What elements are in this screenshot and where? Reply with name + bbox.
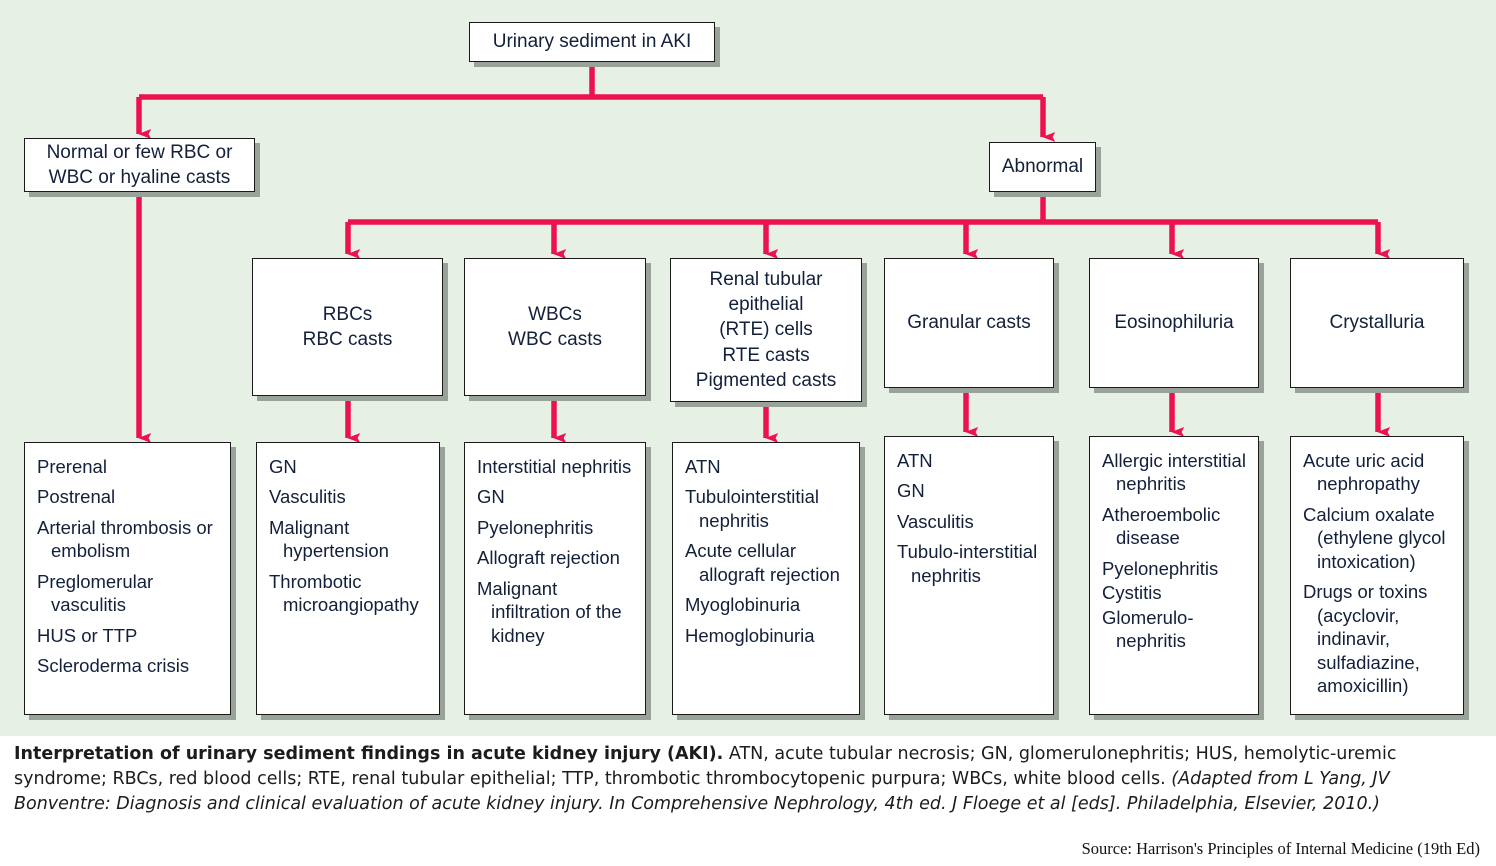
list-item: Hemoglobinuria — [685, 624, 815, 646]
node-label: Urinary sediment in AKI — [492, 31, 692, 53]
list-item: Pyelonephritis — [1102, 557, 1219, 579]
node-line: WBC or hyaline casts — [48, 167, 231, 188]
node-label: Abnormal — [1001, 156, 1084, 178]
list-item: Interstitial nephritis — [477, 456, 632, 477]
cause-list: GN Vasculitis Malignant hypertension Thr… — [269, 455, 429, 617]
cause-list: Allergic interstitial nephritis Atheroem… — [1102, 449, 1248, 653]
list-item: Pyelonephritis — [477, 516, 594, 538]
list-item: Malignant hypertension — [269, 516, 389, 562]
node-rbc-causes[interactable]: GN Vasculitis Malignant hypertension Thr… — [256, 442, 440, 715]
list-item: Vasculitis — [269, 486, 346, 508]
node-label: WBCs WBC casts — [500, 302, 610, 352]
caption-title: Interpretation of urinary sediment findi… — [14, 744, 724, 764]
list-item: GN — [897, 480, 925, 502]
node-wbc-causes[interactable]: Interstitial nephritis GN Pyelonephritis… — [464, 442, 646, 715]
caption-source-citation: (Adapted from L Yang, JV Bonventre: Diag… — [14, 768, 1390, 814]
node-eosinophiluria-causes[interactable]: Allergic interstitial nephritis Atheroem… — [1089, 436, 1259, 715]
node-crystalluria[interactable]: Crystalluria — [1290, 258, 1464, 388]
caption-abbreviations: ATN, acute tubular necrosis; GN, glomeru… — [14, 744, 1397, 789]
node-abnormal[interactable]: Abnormal — [989, 142, 1096, 192]
list-item: Thrombotic microangiopathy — [269, 570, 419, 616]
node-crystalluria-causes[interactable]: Acute uric acid nephropathy Calcium oxal… — [1290, 436, 1464, 715]
node-granular-casts[interactable]: Granular casts — [884, 258, 1054, 388]
cause-list: Prerenal Postrenal Arterial thrombosis o… — [37, 455, 220, 678]
node-eosinophiluria[interactable]: Eosinophiluria — [1089, 258, 1259, 388]
node-urinary-sediment-in-aki[interactable]: Urinary sediment in AKI — [469, 22, 715, 62]
cause-list: Interstitial nephritis GN Pyelonephritis… — [477, 455, 635, 647]
list-item: Myoglobinuria — [685, 594, 801, 616]
list-item: Prerenal — [37, 456, 107, 477]
list-item: GN — [269, 456, 297, 477]
list-item: Scleroderma crisis — [37, 655, 190, 677]
connector-layer — [136, 62, 1391, 443]
node-line: RBCs — [322, 303, 373, 325]
list-item: Postrenal — [37, 486, 116, 508]
list-item: Arterial thrombosis or embolism — [37, 516, 213, 562]
list-item: ATN — [685, 456, 721, 477]
list-item: Malignant infiltration of the kidney — [477, 577, 622, 646]
node-label: Normal or few RBC or WBC or hyaline cast… — [39, 140, 241, 190]
diagram-panel: Urinary sediment in AKI Normal or few RB… — [0, 0, 1496, 736]
list-item: Allergic interstitial nephritis — [1102, 450, 1246, 495]
cause-list: Acute uric acid nephropathy Calcium oxal… — [1303, 449, 1453, 698]
cause-list: ATN GN Vasculitis Tubulo-interstitial ne… — [897, 449, 1043, 587]
list-item: ATN — [897, 450, 933, 471]
node-rbcs[interactable]: RBCs RBC casts — [252, 258, 443, 396]
list-item: HUS or TTP — [37, 624, 138, 646]
list-item: GN — [477, 486, 505, 508]
node-normal-causes[interactable]: Prerenal Postrenal Arterial thrombosis o… — [24, 442, 231, 715]
list-item: Atheroembolic disease — [1102, 503, 1221, 549]
node-line: WBC casts — [508, 329, 602, 350]
list-item: Allograft rejection — [477, 547, 620, 569]
list-item: Glomerulo-nephritis — [1102, 606, 1194, 652]
node-line: (RTE) cells — [719, 319, 813, 341]
node-line: Pigmented casts — [695, 369, 837, 391]
list-item: Calcium oxalate (ethylene glycol intoxic… — [1303, 503, 1446, 572]
node-line: epithelial — [728, 294, 804, 316]
node-line: RBC casts — [302, 329, 393, 350]
caption-source-line: Source: Harrison's Principles of Interna… — [1081, 838, 1480, 858]
list-item: Tubulointerstitial nephritis — [685, 486, 820, 531]
node-rte-causes[interactable]: ATN Tubulointerstitial nephritis Acute c… — [672, 442, 860, 715]
list-item: Drugs or toxins (acyclovir, indinavir, s… — [1303, 581, 1428, 697]
figure-caption: Interpretation of urinary sediment findi… — [0, 736, 1496, 866]
list-item: Acute uric acid nephropathy — [1303, 450, 1425, 495]
node-label: Renal tubular epithelial (RTE) cells RTE… — [688, 267, 844, 392]
node-label: RBCs RBC casts — [295, 302, 401, 352]
list-item: Cystitis — [1102, 582, 1162, 604]
list-item: Preglomerular vasculitis — [37, 570, 154, 616]
list-item: Acute cellular allograft rejection — [685, 540, 840, 585]
node-line: Renal tubular — [709, 269, 823, 291]
node-line: WBCs — [528, 303, 582, 325]
caption-text: Interpretation of urinary sediment findi… — [14, 742, 1482, 817]
node-label: Crystalluria — [1329, 312, 1425, 334]
node-line: Normal or few RBC or — [46, 141, 233, 163]
node-normal-or-few-rbc[interactable]: Normal or few RBC or WBC or hyaline cast… — [24, 138, 255, 192]
list-item: Vasculitis — [897, 510, 974, 532]
cause-list: ATN Tubulointerstitial nephritis Acute c… — [685, 455, 849, 647]
node-line: RTE casts — [722, 344, 810, 366]
node-label: Eosinophiluria — [1114, 312, 1234, 334]
node-granular-causes[interactable]: ATN GN Vasculitis Tubulo-interstitial ne… — [884, 436, 1054, 715]
list-item: Tubulo-interstitial nephritis — [897, 541, 1038, 586]
node-renal-tubular-epithelial-cells[interactable]: Renal tubular epithelial (RTE) cells RTE… — [670, 258, 862, 402]
node-wbcs[interactable]: WBCs WBC casts — [464, 258, 646, 396]
node-label: Granular casts — [907, 312, 1031, 334]
